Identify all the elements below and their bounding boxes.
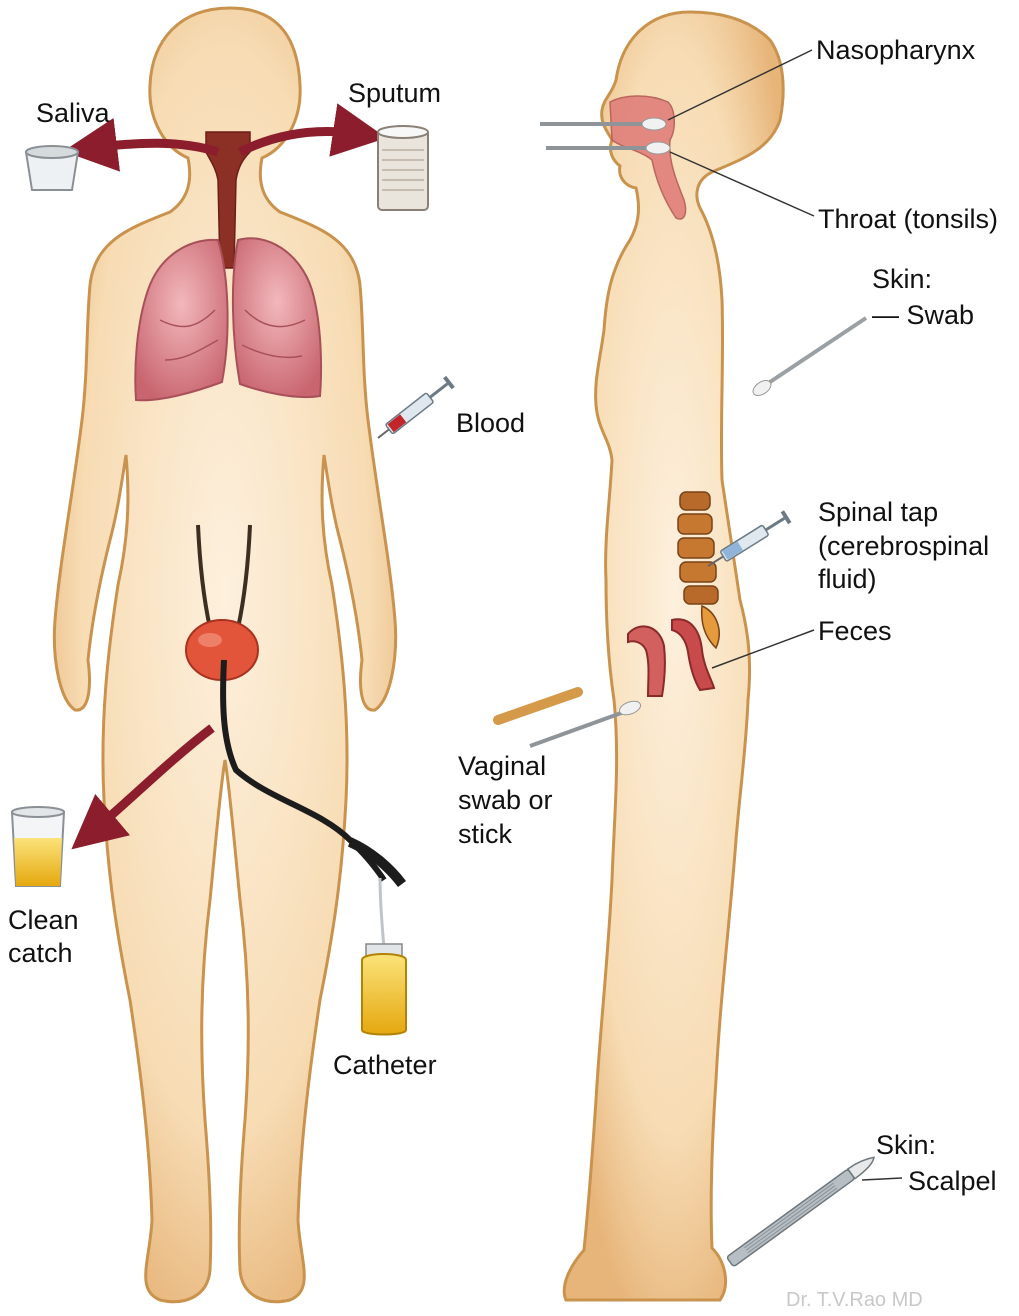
sputum-container-icon: [378, 126, 428, 210]
feces-label: Feces: [818, 616, 892, 646]
blood-label: Blood: [456, 408, 525, 438]
nasopharynx-label: Nasopharynx: [816, 35, 976, 65]
vaginal-stick-icon: [498, 692, 578, 720]
spinal-tap-label-line2: (cerebrospinal: [818, 531, 989, 561]
spinal-tap-label-line3: fluid): [818, 564, 877, 594]
watermark-text: Dr. T.V.Rao MD: [786, 1289, 923, 1311]
saliva-cup-icon: [26, 146, 78, 190]
clean-catch-cup-icon: [12, 807, 64, 886]
vaginal-label-line3: stick: [458, 819, 513, 849]
clean-catch-label-line2: catch: [8, 938, 73, 968]
clean-catch-label-line1: Clean: [8, 905, 79, 935]
vaginal-label-line1: Vaginal: [458, 751, 546, 781]
vaginal-label-line2: swab or: [458, 785, 553, 815]
skin-scalpel-label-line1: Skin:: [876, 1130, 936, 1160]
catheter-connector: [350, 842, 402, 884]
catheter-label: Catheter: [333, 1050, 437, 1080]
skin-swab-label-line2: — Swab: [872, 300, 974, 330]
catheter-clear-tube: [380, 878, 384, 948]
skin-swab-label-line1: Skin:: [872, 264, 932, 294]
side-body-figure: [564, 12, 783, 1300]
blood-syringe-icon: [374, 376, 455, 444]
throat-label: Throat (tonsils): [818, 204, 998, 234]
scalpel-leader-line: [862, 1178, 902, 1180]
spinal-tap-label-line1: Spinal tap: [818, 497, 938, 527]
saliva-label: Saliva: [36, 98, 111, 128]
catheter-bottle-icon: [362, 944, 406, 1035]
skin-scalpel-label-line2: Scalpel: [908, 1166, 997, 1196]
front-body-figure: [54, 8, 395, 1302]
bladder-highlight: [198, 633, 222, 647]
throat-swab: [546, 142, 670, 154]
sputum-label: Sputum: [348, 78, 441, 108]
scalpel-icon: [726, 1153, 877, 1267]
skin-swab-icon: [750, 318, 866, 399]
saliva-arrow: [90, 143, 218, 152]
